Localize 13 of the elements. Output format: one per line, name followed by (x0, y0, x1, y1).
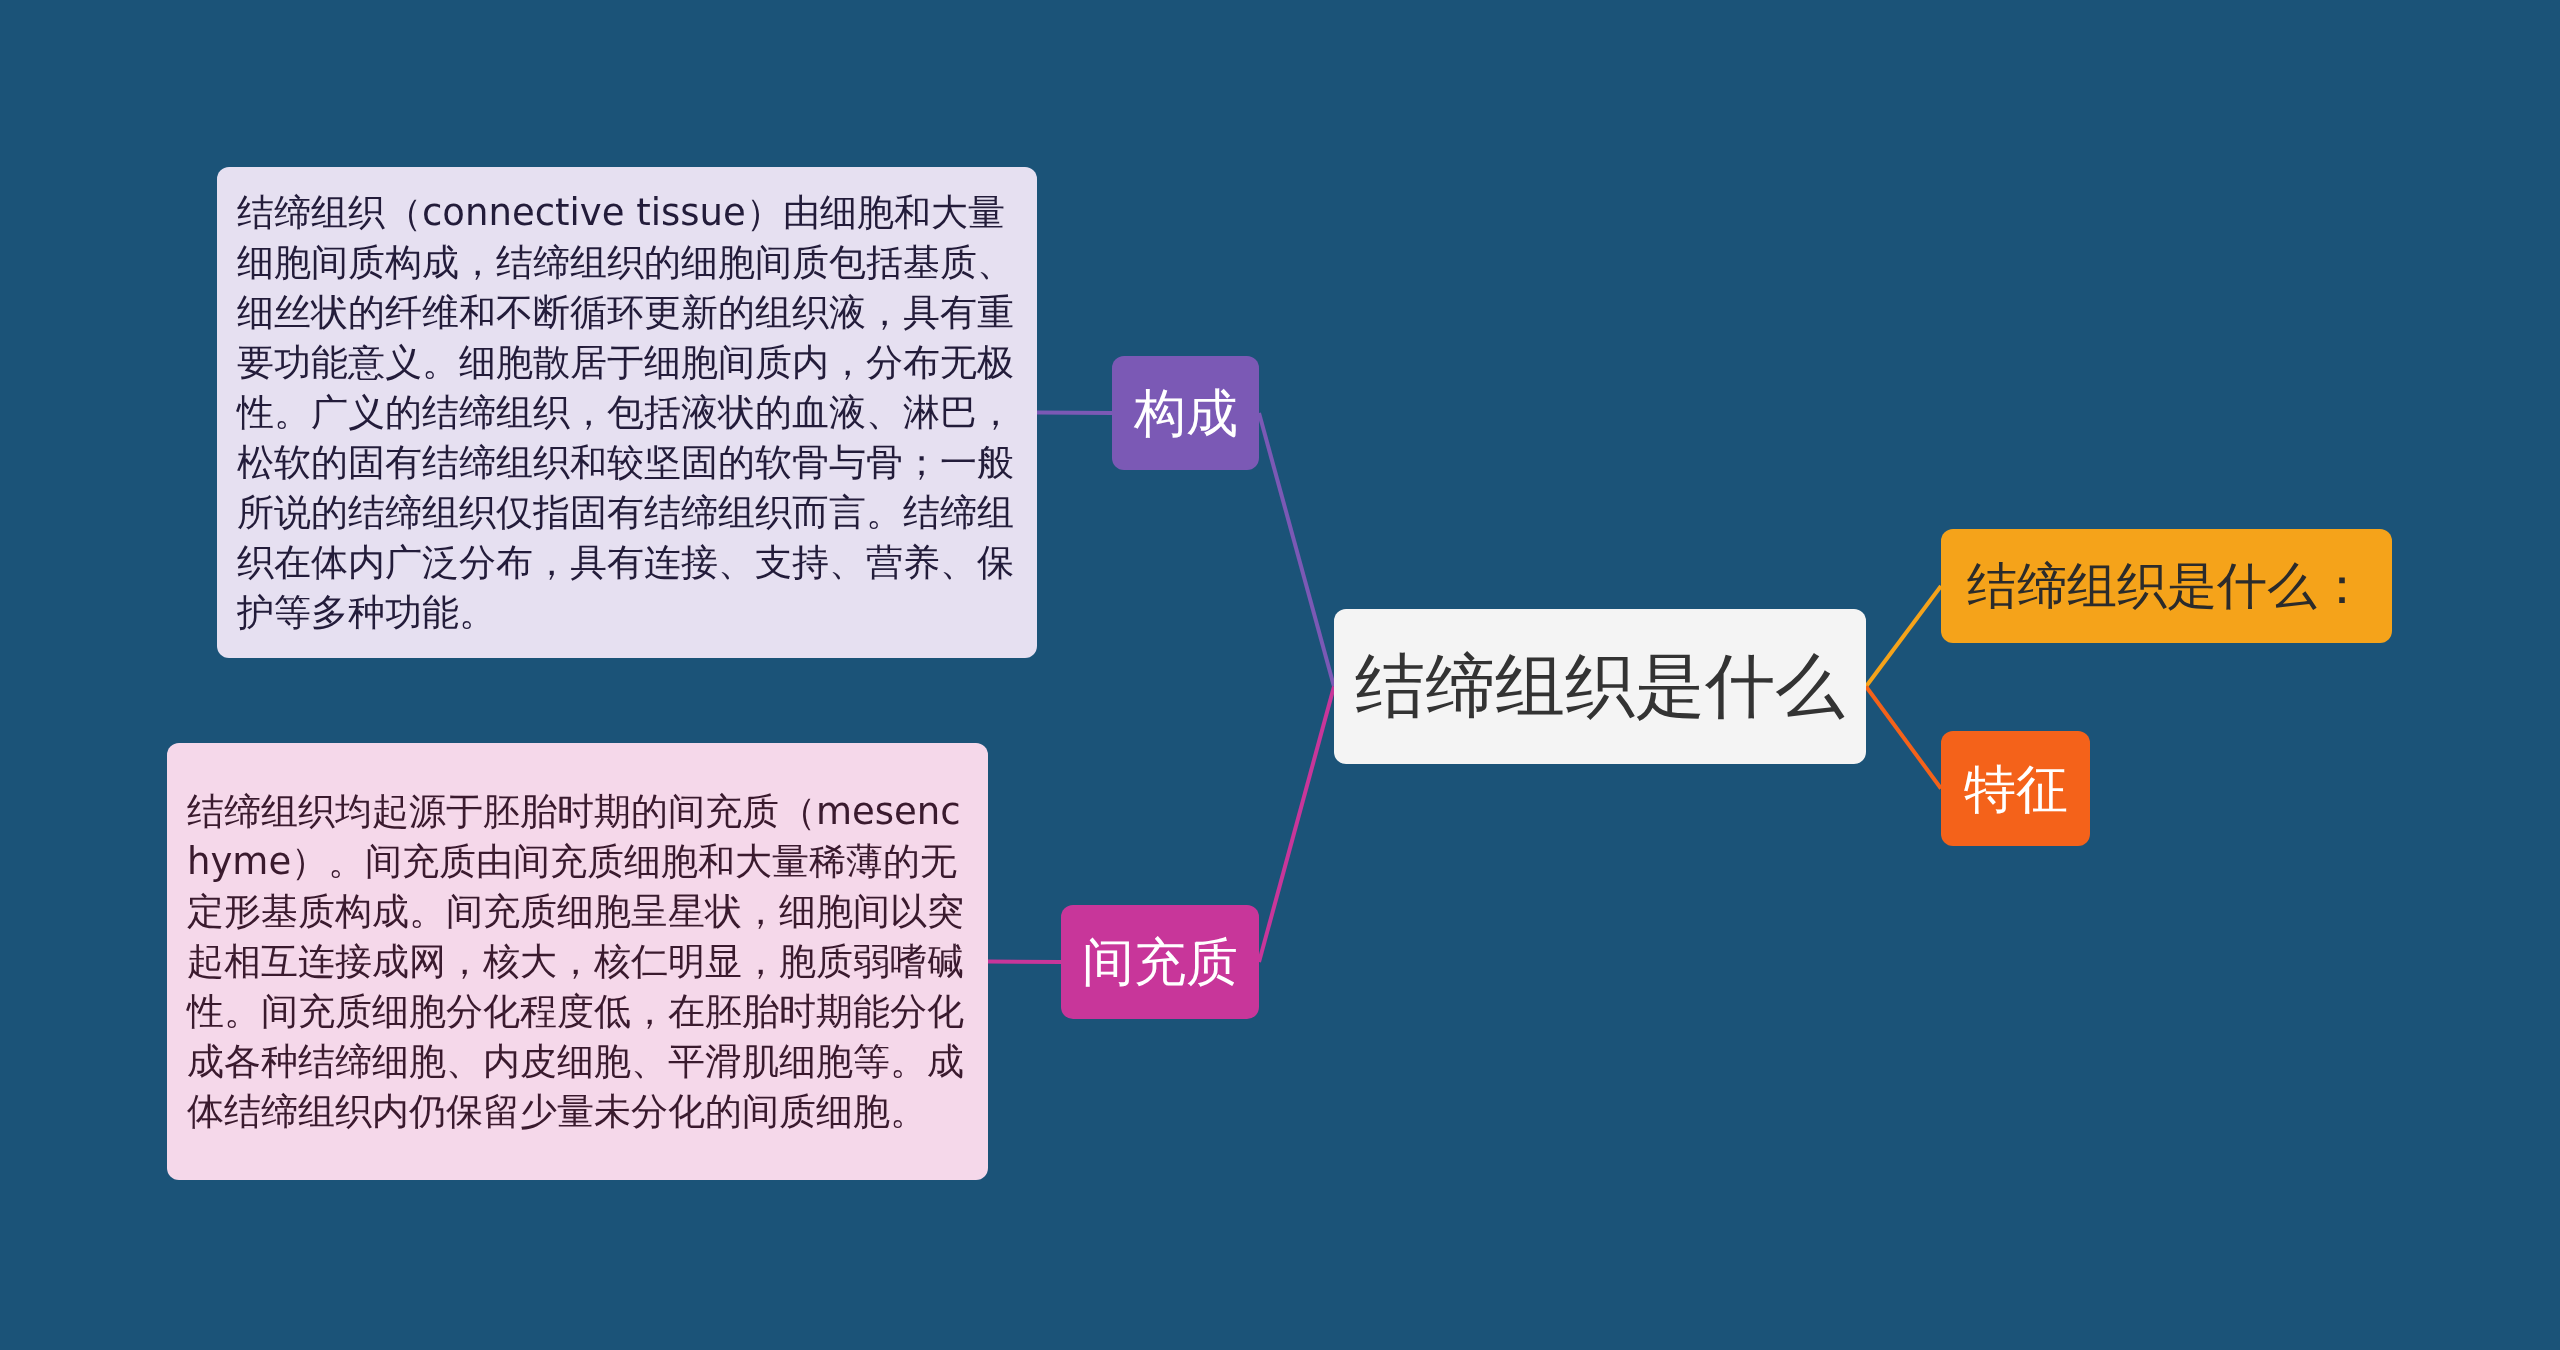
connector-line (1257, 412, 1336, 688)
note-box: 结缔组织（connective tissue）由细胞和大量细胞间质构成，结缔组织的细胞间质包括基质、细丝状的纤维和不断循环更新的组织液，具有重要功能意义。细胞散居于细胞间质内，分布无极性。广义的结缔组织，包括液状的血液、淋巴，松软的固有结缔组织和较坚固的软骨与骨；一般所说的结缔组织仅指固有结缔组织而言。结缔组织在体内广泛分布，具有连接、支持、营养、保护等多种功能。 (217, 167, 1037, 658)
topic-box: 结缔组织是什么： (1941, 529, 2392, 643)
connector-line (1864, 584, 1943, 688)
connector-line (988, 959, 1061, 964)
connector-line (1037, 410, 1112, 415)
topic-box: 特征 (1941, 731, 2090, 846)
topic-box: 构成 (1112, 356, 1259, 470)
connector-line (1864, 685, 1943, 790)
topic-box: 间充质 (1061, 905, 1259, 1019)
note-box: 结缔组织均起源于胚胎时期的间充质（mesenchyme）。间充质由间充质细胞和大量稀薄的无定形基质构成。间充质细胞呈星状，细胞间以突起相互连接成网，核大，核仁明显，胞质弱嗜碱性。间充质细胞分化程度低，在胚胎时期能分化成各种结缔细胞、内皮细胞、平滑肌细胞等。成体结缔组织内仍保留少量未分化的间质细胞。 (167, 743, 988, 1180)
connector-line (1257, 685, 1336, 963)
root-topic: 结缔组织是什么 (1334, 609, 1866, 764)
